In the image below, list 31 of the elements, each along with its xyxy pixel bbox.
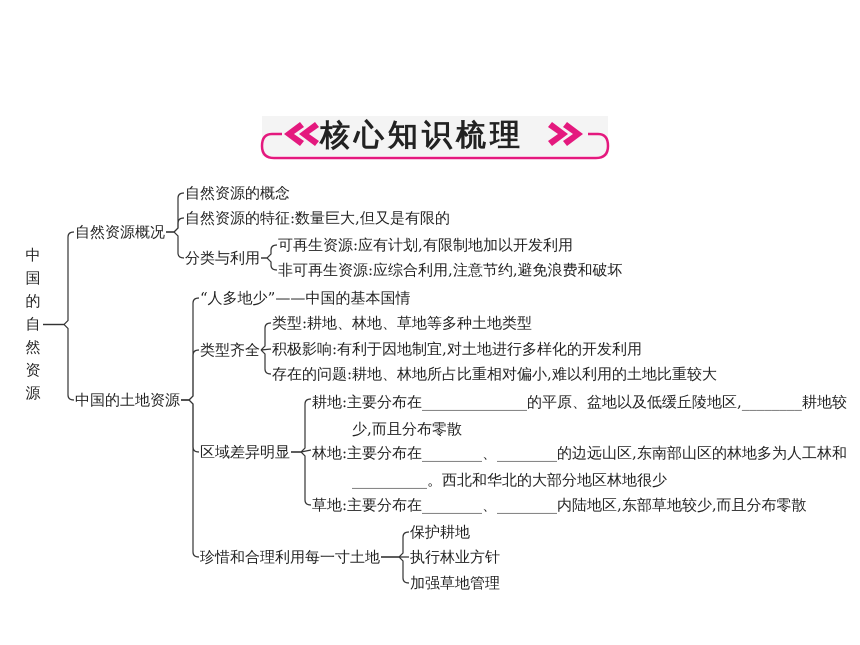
node-text: 分类与利用 xyxy=(185,248,260,268)
node-text: 执行林业方针 xyxy=(410,547,500,567)
brace xyxy=(261,257,278,271)
brace xyxy=(260,348,272,351)
node-text: 存在的问题:耕地、林地所占比重相对偏小,难以利用的土地比重较大 xyxy=(272,364,717,384)
node-text: 珍惜和合理利用每一寸土地 xyxy=(200,547,380,567)
brace xyxy=(260,349,272,375)
brace xyxy=(260,322,272,351)
node-text: 耕地:主要分布在______________的平原、盆地以及低缓丘陵地区,________耕地较少,而且分布零散 xyxy=(312,389,852,443)
node-text: 中国的自然资源 xyxy=(24,244,42,405)
node-text: 加强草地管理 xyxy=(410,573,500,593)
node-text: 自然资源的概念 xyxy=(185,183,290,203)
title: 核心知识梳理 xyxy=(320,118,524,154)
node-text: 草地:主要分布在________、________内陆地区,东部草地较少,而且分布零散 xyxy=(312,495,807,515)
brace xyxy=(181,399,200,558)
node-text: 自然资源的特征:数量巨大,但又是有限的 xyxy=(185,208,450,228)
node-text: 林地:主要分布在________、________的边远山区,东南部山区的林地多为人工林和__________。西北和华北的大部分地区林地很少 xyxy=(312,440,852,494)
node-text: 类型齐全 xyxy=(200,340,260,360)
node-text: 积极影响:有利于因地制宜,对土地进行多样化的开发利用 xyxy=(272,339,642,359)
brace xyxy=(291,451,312,506)
node-text: 中国的土地资源 xyxy=(75,390,180,410)
brace xyxy=(166,231,184,259)
node-text: 可再生资源:应有计划,有限制地加以开发利用 xyxy=(278,235,573,255)
node-text: 区域差异明显 xyxy=(200,442,290,462)
node-text: 保护耕地 xyxy=(410,522,470,542)
node-text: 自然资源概况 xyxy=(75,222,165,242)
brace xyxy=(381,556,410,584)
node-text: 类型:耕地、林地、草地等多种土地类型 xyxy=(272,313,532,333)
brace xyxy=(43,324,74,401)
node-text: 非可再生资源:应综合利用,注意节约,避免浪费和破坏 xyxy=(278,260,623,280)
node-text: “人多地少”——中国的基本国情 xyxy=(200,288,410,308)
